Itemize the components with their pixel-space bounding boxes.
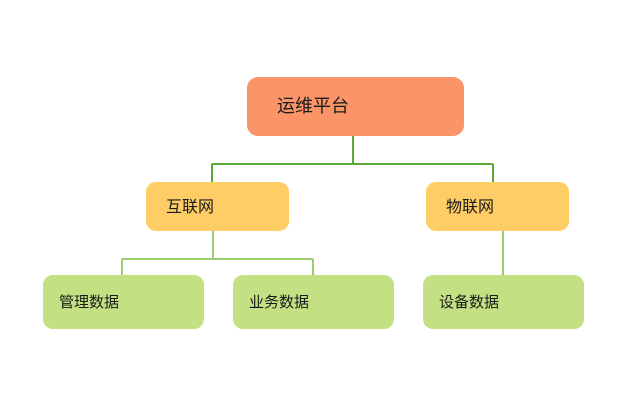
node-biz-data[interactable]: 业务数据	[233, 275, 394, 329]
node-device-data[interactable]: 设备数据	[423, 275, 584, 329]
edge-root-to-level2	[211, 136, 494, 183]
node-mgmt-data[interactable]: 管理数据	[43, 275, 204, 329]
node-root[interactable]: 运维平台	[247, 77, 464, 136]
node-iot[interactable]: 物联网	[426, 182, 569, 231]
node-iot-label: 物联网	[446, 196, 495, 216]
edge-internet-to-level3	[121, 231, 314, 276]
node-internet[interactable]: 互联网	[146, 182, 289, 231]
node-biz-data-label: 业务数据	[249, 292, 310, 311]
node-root-label: 运维平台	[277, 95, 349, 117]
node-internet-label: 互联网	[166, 196, 215, 216]
node-device-data-label: 设备数据	[439, 292, 500, 311]
node-mgmt-data-label: 管理数据	[59, 292, 120, 311]
